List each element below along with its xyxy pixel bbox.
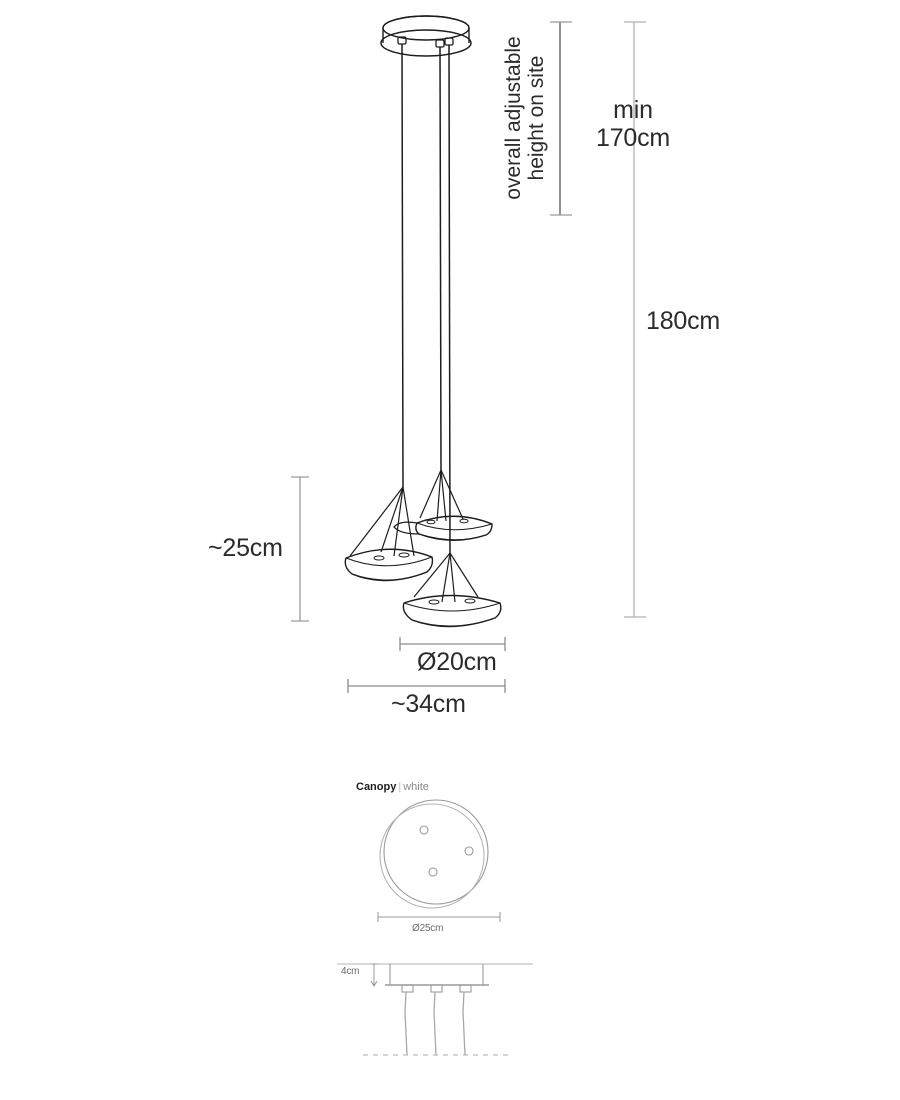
canopy-top-assembly bbox=[380, 15, 472, 57]
canopy-caption-separator: | bbox=[398, 781, 402, 793]
shade-drop-label: ~25cm bbox=[208, 534, 283, 562]
lamp-shade-left bbox=[344, 486, 434, 582]
dimension-min-height bbox=[550, 21, 572, 216]
dimension-shade-drop bbox=[291, 476, 309, 622]
dimension-overall-spread bbox=[347, 679, 506, 693]
dimension-shade-diameter bbox=[399, 637, 506, 651]
adjustable-note-line1: overall adjustable bbox=[502, 36, 525, 200]
canopy-plan-view bbox=[379, 799, 489, 909]
adjustable-note-line2: height on site bbox=[524, 55, 548, 181]
canopy-caption-finish: white bbox=[403, 781, 429, 793]
total-height-label: 180cm bbox=[646, 307, 721, 335]
dimension-total-height bbox=[624, 21, 646, 618]
canopy-diameter-label: Ø25cm bbox=[412, 923, 444, 934]
canopy-caption-title: Canopy bbox=[356, 781, 397, 793]
min-height-line2: 170cm bbox=[596, 124, 671, 152]
lamp-shade-upper bbox=[393, 469, 493, 541]
overall-spread-label: ~34cm bbox=[391, 690, 466, 718]
canopy-side-view bbox=[337, 963, 533, 1056]
dimension-canopy-diameter bbox=[377, 912, 501, 922]
suspension-cables bbox=[401, 43, 451, 554]
canopy-height-label: 4cm bbox=[341, 966, 360, 977]
dimension-canopy-height bbox=[370, 963, 378, 987]
adjustable-height-note: overall adjustable height on site bbox=[502, 18, 548, 218]
min-height-line1: min bbox=[613, 96, 653, 124]
min-height-label: min 170cm bbox=[596, 96, 670, 152]
lamp-shade-lower bbox=[402, 552, 502, 628]
canopy-caption: Canopy|white bbox=[356, 781, 429, 793]
shade-diameter-label: Ø20cm bbox=[417, 648, 497, 676]
